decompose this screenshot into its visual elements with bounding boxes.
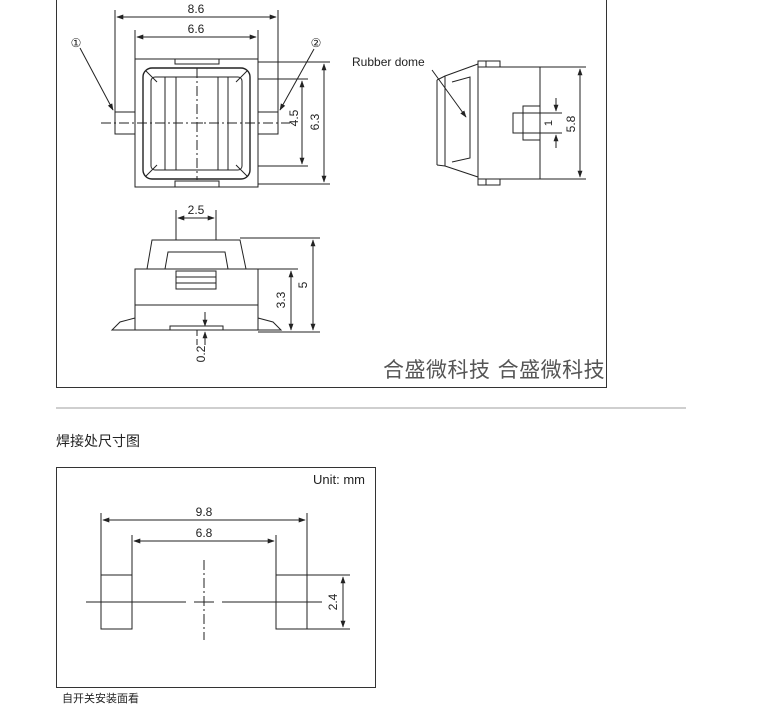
footnote: 自开关安装面看 — [62, 692, 139, 705]
dim-plunger-width: 2.5 — [188, 203, 205, 217]
dim-body-width: 6.6 — [188, 22, 205, 36]
top-drawing-frame — [56, 0, 607, 388]
dim-pad-height: 2.4 — [326, 593, 340, 610]
dim-inner-height: 4.5 — [287, 109, 301, 126]
dim-total-height: 5 — [296, 281, 310, 288]
dim-inner: 6.8 — [196, 526, 213, 540]
dim-base-height: 3.3 — [274, 291, 288, 308]
plunger-front — [175, 270, 217, 290]
section-title: 焊接处尺寸图 — [56, 434, 140, 450]
marker-1: ① — [71, 36, 82, 50]
dim-top-width: 8.6 — [188, 2, 205, 16]
dim-standoff: 0.2 — [194, 345, 208, 362]
unit-label: Unit: mm — [313, 472, 365, 487]
dim-body-height: 6.3 — [308, 113, 322, 130]
land-pattern-frame — [56, 467, 376, 688]
section-divider — [56, 407, 686, 409]
dim-side-height: 5.8 — [564, 115, 578, 132]
watermark-text: 合盛微科技 合盛微科技 — [383, 358, 606, 382]
switch-dimension-drawing: 8.6 6.6 ① ② 4.5 6.3 Rubber dome 1 5.8 2.… — [71, 2, 586, 362]
dim-side-small: 1 — [543, 120, 555, 126]
rubber-dome-label: Rubber dome — [352, 55, 425, 69]
dim-outer: 9.8 — [196, 505, 213, 519]
marker-2: ② — [311, 36, 322, 50]
